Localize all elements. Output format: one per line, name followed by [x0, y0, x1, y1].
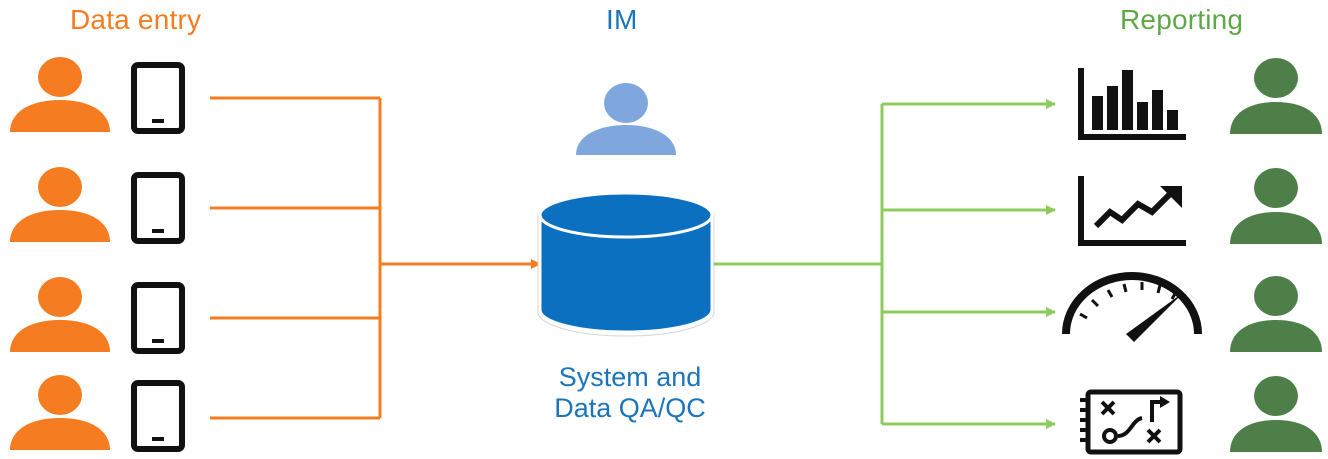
tablet-icon [131, 172, 185, 244]
reporting-person-1 [1230, 58, 1322, 134]
entry-row-3 [10, 277, 185, 354]
reporting-person-2 [1230, 168, 1322, 244]
bar-chart-icon [1078, 68, 1186, 140]
tablet-icon [131, 282, 185, 354]
reporting-heading: Reporting [1120, 4, 1244, 35]
caption-line-1: System and [558, 362, 702, 392]
data-entry-heading: Data entry [70, 4, 202, 35]
person-icon [10, 57, 110, 132]
database-caption: System and Data QA/QC [520, 362, 740, 424]
im-heading: IM [606, 4, 638, 35]
person-icon [10, 167, 110, 242]
caption-line-2: Data QA/QC [554, 393, 706, 423]
reporting-person-3 [1230, 276, 1322, 352]
gauge-icon [1062, 272, 1202, 342]
play-diagram-icon [1080, 389, 1183, 455]
database-icon [537, 191, 715, 337]
line-trend-icon [1078, 176, 1186, 246]
person-icon [10, 277, 110, 352]
entry-connectors [210, 96, 541, 420]
tablet-icon [131, 380, 185, 452]
entry-row-4 [10, 375, 185, 452]
im-person-icon [576, 83, 676, 155]
reporting-person-4 [1230, 376, 1322, 452]
entry-row-1 [10, 57, 185, 134]
tablet-icon [131, 62, 185, 134]
person-icon [10, 375, 110, 450]
entry-row-2 [10, 167, 185, 244]
report-connectors [714, 99, 1056, 429]
